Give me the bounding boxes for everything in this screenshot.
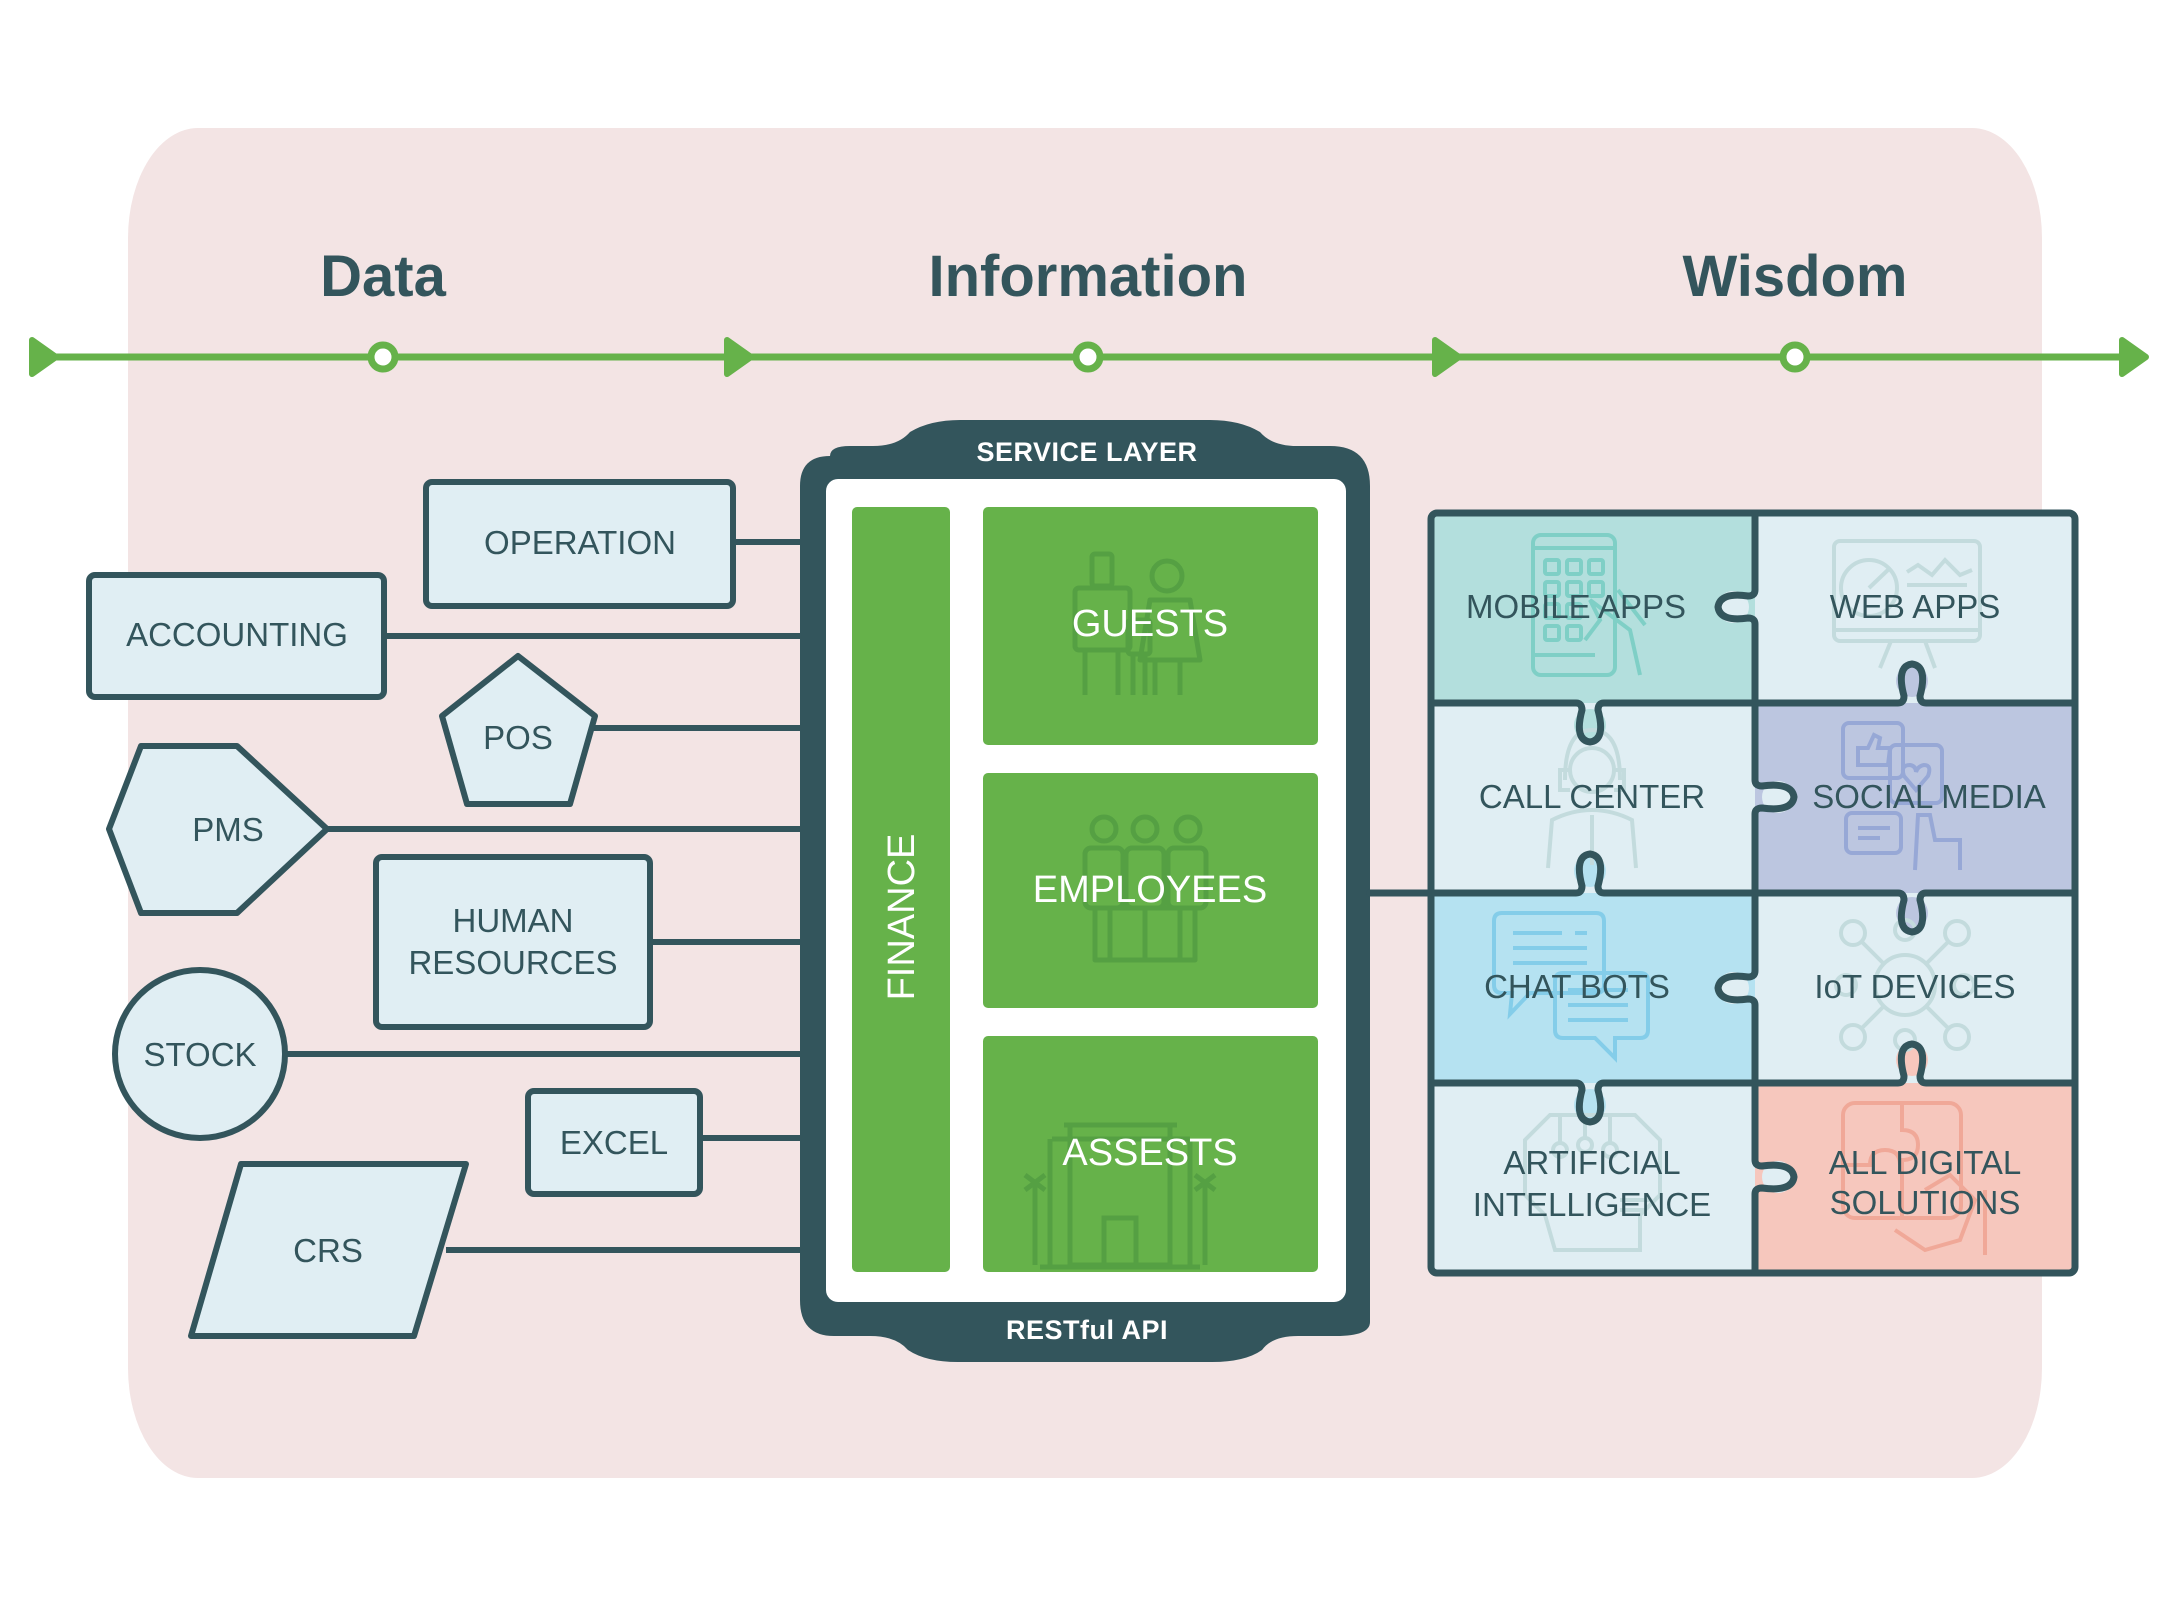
hotel-building-icon (1023, 1122, 1217, 1270)
timeline-arrow-icon (724, 337, 754, 377)
guests-label: GUESTS (1072, 603, 1228, 645)
chat-bots-label: CHAT BOTS (1484, 968, 1670, 1005)
employees-label: EMPLOYEES (1033, 869, 1267, 911)
pms-label: PMS (192, 811, 264, 848)
web-apps-label: WEB APPS (1830, 588, 2001, 625)
timeline-node-wisdom (1779, 341, 1811, 373)
mobile-apps-label: MOBILE APPS (1466, 588, 1686, 625)
service-layer: SERVICE LAYER RESTful API FINANCE GUESTS (800, 420, 1370, 1362)
chat-bubbles-icon (1492, 911, 1650, 1063)
data-source-pms[interactable]: PMS (51, 743, 330, 916)
social-media-label: SOCIAL MEDIA (1812, 778, 2046, 815)
timeline-node-information (1072, 341, 1104, 373)
crs-parallelogram (188, 1161, 469, 1339)
dashboard-monitor-icon (1832, 539, 1982, 669)
stage-heading-wisdom: Wisdom (1682, 244, 1907, 309)
timeline-arrow-icon (29, 337, 59, 377)
stock-label: STOCK (143, 1036, 256, 1073)
employees-block (983, 773, 1318, 1008)
assests-block (983, 1036, 1318, 1272)
all-digital-solutions-label-line2: SOLUTIONS (1830, 1184, 2021, 1221)
human-resources-label-line1: HUMAN (453, 902, 574, 939)
finance-block (852, 507, 950, 1272)
module-assests[interactable]: ASSESTS (983, 1036, 1318, 1272)
operation-label: OPERATION (484, 524, 676, 561)
accounting-box (86, 572, 387, 700)
module-guests[interactable]: GUESTS (983, 507, 1318, 745)
operation-box (423, 479, 736, 609)
solutions-puzzle: MOBILE APPS WEB APPS CALL CENTER SOCIAL … (1366, 509, 2079, 1277)
restful-api-caption: RESTful API (1006, 1315, 1168, 1345)
puzzle-grid-lines (1366, 509, 2079, 1277)
artificial-intelligence-label-line2: INTELLIGENCE (1473, 1186, 1711, 1223)
family-icon (1072, 551, 1203, 695)
timeline-arrow-icon (1432, 337, 1462, 377)
all-digital-solutions-label-line1: ALL DIGITAL (1829, 1144, 2022, 1181)
source-connectors (285, 539, 810, 1253)
data-source-excel[interactable]: EXCEL (525, 1088, 703, 1197)
social-like-heart-icon (1841, 721, 1962, 871)
excel-label: EXCEL (560, 1124, 668, 1161)
staff-icon (1082, 814, 1209, 963)
accounting-label: ACCOUNTING (126, 616, 348, 653)
smartphone-touch-icon (1531, 533, 1647, 677)
excel-box (525, 1088, 703, 1197)
timeline (29, 337, 2149, 377)
assests-label: ASSESTS (1062, 1132, 1237, 1174)
data-source-pos[interactable]: POS (439, 653, 598, 807)
data-source-accounting[interactable]: ACCOUNTING (86, 572, 387, 700)
iot-devices-label: IoT DEVICES (1814, 968, 2015, 1005)
stock-circle (112, 967, 288, 1141)
artificial-intelligence-label-line1: ARTIFICIAL (1503, 1144, 1680, 1181)
data-source-operation[interactable]: OPERATION (423, 479, 736, 609)
stage-heading-information: Information (929, 244, 1248, 309)
data-source-stock[interactable]: STOCK (112, 967, 288, 1141)
crs-label: CRS (293, 1232, 363, 1269)
human-resources-label-line2: RESOURCES (408, 944, 617, 981)
data-source-crs[interactable]: CRS (188, 1161, 469, 1339)
data-source-human-resources[interactable]: HUMAN RESOURCES (373, 854, 653, 1030)
timeline-arrow-icon (2119, 337, 2149, 377)
finance-label: FINANCE (881, 834, 923, 1001)
module-finance[interactable]: FINANCE (852, 507, 950, 1272)
pos-label: POS (483, 719, 553, 756)
stage-heading-data: Data (320, 244, 446, 309)
service-layer-caption: SERVICE LAYER (976, 437, 1197, 467)
pms-hexagon (106, 743, 330, 916)
puzzle-hand-icon (1841, 1101, 1987, 1255)
pos-pentagon (439, 653, 598, 807)
human-resources-box (373, 854, 653, 1030)
module-employees[interactable]: EMPLOYEES (983, 773, 1318, 1008)
timeline-node-data (367, 341, 399, 373)
ai-brain-head-icon (1523, 1113, 1662, 1252)
call-center-label: CALL CENTER (1479, 778, 1705, 815)
